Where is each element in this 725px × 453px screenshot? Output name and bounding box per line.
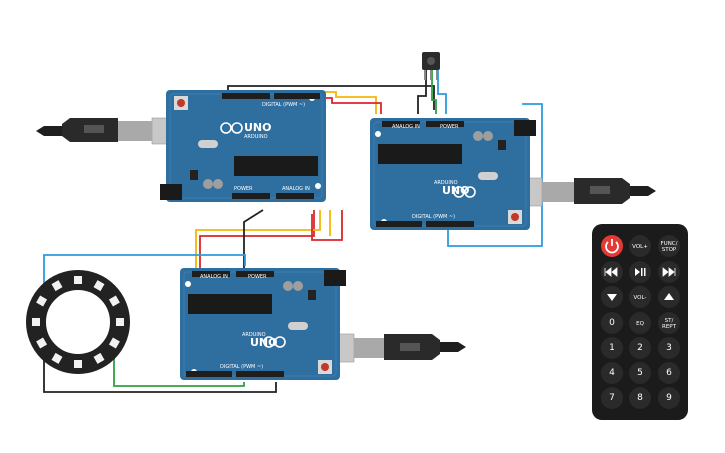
ring-led: [74, 276, 82, 284]
func-label: FUNC/: [661, 241, 678, 247]
ring-led: [93, 352, 105, 364]
green-wire-ring[interactable]: [113, 352, 245, 387]
blue-wire-sensor[interactable]: [437, 70, 447, 114]
digit-2-label: 2: [637, 343, 643, 353]
ring-led: [108, 337, 120, 349]
digital-label: DIGITAL (PWM ~): [262, 102, 305, 108]
digit-4-button[interactable]: 4: [601, 362, 623, 384]
arduino-logo-text: ARDUINO: [242, 332, 266, 338]
ring-led: [116, 318, 124, 326]
black-wire-middle[interactable]: [243, 209, 264, 268]
power-button[interactable]: [601, 235, 623, 257]
func-stop-button[interactable]: FUNC/ STOP: [658, 235, 680, 257]
up-button[interactable]: [658, 286, 680, 308]
power-label: POWER: [234, 186, 253, 192]
ring-led: [32, 318, 40, 326]
ring-led: [36, 337, 48, 349]
digit-8-button[interactable]: 8: [629, 387, 651, 409]
board-brand-label: UNO: [244, 121, 272, 134]
vol-down-button[interactable]: VOL-: [629, 286, 651, 308]
digit-5-label: 5: [637, 368, 643, 378]
blue-wire-right[interactable]: [447, 103, 543, 247]
arduino-board-right[interactable]: UNO ARDUINO POWER ANALOG IN DIGITAL (PWM…: [369, 117, 536, 231]
arduino-board-bottom[interactable]: UNO ARDUINO POWER ANALOG IN DIGITAL (PWM…: [179, 267, 346, 381]
previous-icon: [604, 267, 618, 277]
digit-0-label: 0: [609, 318, 615, 328]
black-wire-ring[interactable]: [43, 360, 277, 393]
ir-receiver-sensor[interactable]: [422, 52, 440, 80]
arduino-logo-icon: [220, 122, 243, 134]
power-jack: [160, 184, 182, 200]
play-pause-button[interactable]: [629, 261, 651, 283]
digit-3-label: 3: [666, 343, 672, 353]
vol-down-label: VOL-: [634, 295, 647, 301]
arduino-logo-text: ARDUINO: [434, 180, 458, 186]
st-rept-button[interactable]: ST/ REPT: [658, 312, 680, 334]
rept-label: REPT: [662, 324, 677, 330]
digit-1-label: 1: [609, 343, 615, 353]
neopixel-ring[interactable]: [26, 270, 130, 374]
red-wire-top[interactable]: [320, 97, 382, 114]
digit-4-label: 4: [609, 368, 615, 378]
digit-7-label: 7: [609, 393, 615, 403]
digit-9-label: 9: [666, 393, 672, 403]
arduino-board-top-left[interactable]: UNO ARDUINO POWER ANALOG IN DIGITAL (PWM…: [160, 89, 327, 203]
black-wire-top[interactable]: [227, 85, 435, 110]
analog-label: ANALOG IN: [282, 186, 310, 192]
power-jack: [514, 120, 536, 136]
red-wire-right[interactable]: [311, 210, 343, 241]
wires: [43, 70, 543, 393]
ring-led: [108, 295, 120, 307]
digit-7-button[interactable]: 7: [601, 387, 623, 409]
ring-led: [51, 280, 63, 292]
arduino-logo-icon: [453, 186, 476, 198]
ring-led: [51, 352, 63, 364]
previous-button[interactable]: [601, 261, 623, 283]
yellow-wire-middle[interactable]: [195, 210, 321, 268]
digit-8-label: 8: [637, 393, 643, 403]
down-button[interactable]: [601, 286, 623, 308]
digital-label: DIGITAL (PWM ~): [220, 364, 263, 370]
next-button[interactable]: [658, 261, 680, 283]
vol-up-button[interactable]: VOL+: [629, 235, 651, 257]
power-jack: [324, 270, 346, 286]
play-pause-icon: [635, 268, 640, 276]
digit-5-button[interactable]: 5: [629, 362, 651, 384]
next-icon: [662, 267, 676, 277]
digit-6-label: 6: [666, 368, 672, 378]
analog-label: ANALOG IN: [200, 274, 228, 280]
eq-label: EQ: [636, 321, 644, 327]
digital-label: DIGITAL (PWM ~): [412, 214, 455, 220]
stop-label: STOP: [662, 247, 677, 253]
ring-leds: [32, 276, 124, 368]
board-brand-label: UNO: [442, 184, 470, 197]
ring-led: [36, 295, 48, 307]
power-icon: [605, 239, 619, 254]
digit-3-button[interactable]: 3: [658, 337, 680, 359]
blue-wire-ring[interactable]: [43, 254, 246, 300]
vol-up-label: VOL+: [632, 244, 648, 250]
black-wire-sensor[interactable]: [417, 70, 427, 114]
eq-button[interactable]: EQ: [629, 312, 651, 334]
digit-9-button[interactable]: 9: [658, 387, 680, 409]
red-wire-middle[interactable]: [199, 210, 315, 268]
digit-6-button[interactable]: 6: [658, 362, 680, 384]
digit-2-button[interactable]: 2: [629, 337, 651, 359]
power-label: POWER: [248, 274, 267, 280]
down-arrow-icon: [607, 294, 617, 301]
ring-led: [93, 280, 105, 292]
ir-remote[interactable]: VOL+ FUNC/ STOP VOL-: [592, 224, 688, 420]
st-label: ST/: [665, 318, 674, 324]
arduino-logo-icon: [263, 336, 286, 348]
power-label: POWER: [440, 124, 459, 130]
arduino-logo-text: ARDUINO: [244, 134, 268, 140]
up-arrow-icon: [664, 293, 674, 300]
ring-led: [74, 360, 82, 368]
green-wire-sensor[interactable]: [431, 70, 437, 114]
digit-1-button[interactable]: 1: [601, 337, 623, 359]
digit-0-button[interactable]: 0: [601, 312, 623, 334]
analog-label: ANALOG IN: [392, 124, 420, 130]
